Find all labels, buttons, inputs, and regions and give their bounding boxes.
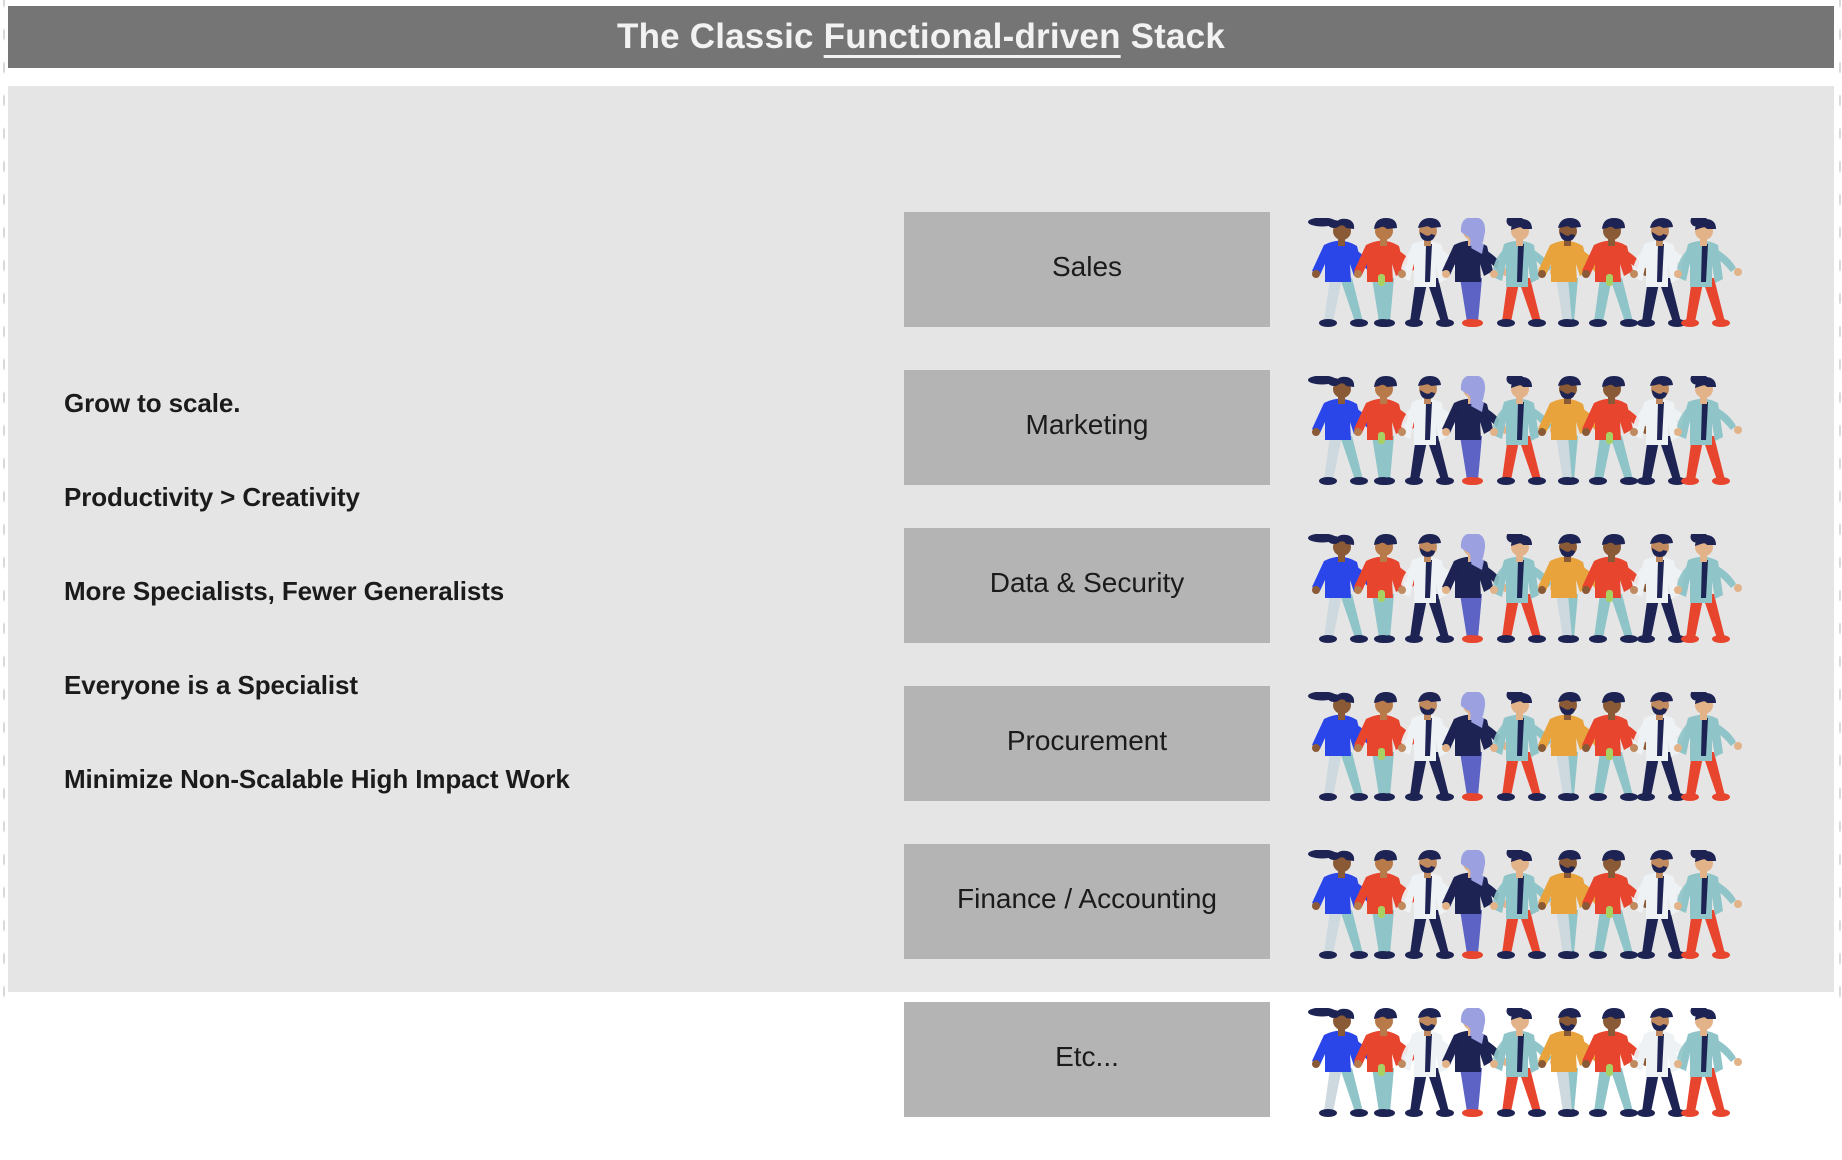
slide-edge-ticks-left	[0, 0, 6, 1016]
dept-label: Etc...	[1055, 1040, 1119, 1072]
dept-box-data-security[interactable]: Data & Security	[904, 528, 1270, 643]
dept-box-marketing[interactable]: Marketing	[904, 370, 1270, 485]
stack-row: Procurement	[8, 686, 1834, 824]
slide-content-panel: Grow to scale. Productivity > Creativity…	[8, 86, 1834, 1117]
stack-row: Sales	[8, 212, 1834, 350]
dept-box-procurement[interactable]: Procurement	[904, 686, 1270, 801]
dept-label: Procurement	[1006, 724, 1168, 756]
slide-edge-ticks-divider	[0, 70, 1842, 76]
stack-row: Marketing	[8, 370, 1834, 508]
stack-row: Etc...	[8, 1002, 1834, 1140]
statements-list: Grow to scale. Productivity > Creativity…	[64, 356, 824, 826]
dept-label: Sales	[1051, 250, 1123, 282]
slide-title-band: The Classic Functional-driven Stack	[8, 6, 1834, 68]
slide-edge-ticks-right	[1836, 0, 1842, 1016]
functional-stack: Sales Marketing Data & Security Procurem…	[8, 212, 1834, 1160]
page-title: The Classic Functional-driven Stack	[617, 17, 1225, 57]
page-title-prefix: The Classic	[616, 17, 824, 56]
stack-row: Finance / Accounting	[8, 844, 1834, 982]
slide-canvas: The Classic Functional-driven Stack Grow…	[0, 0, 1842, 1117]
walking-people-illustration	[1308, 376, 1778, 494]
dept-label: Marketing	[1025, 408, 1149, 440]
dept-label: Data & Security	[989, 566, 1185, 598]
statement-item: More Specialists, Fewer Generalists	[64, 576, 505, 606]
walking-people-illustration	[1308, 218, 1778, 336]
statement-item: Minimize Non-Scalable High Impact Work	[64, 764, 570, 794]
dept-box-finance-accounting[interactable]: Finance / Accounting	[904, 844, 1270, 959]
walking-people-illustration	[1308, 692, 1778, 810]
walking-people-illustration	[1308, 850, 1778, 968]
statement-item: Grow to scale.	[64, 388, 241, 418]
stack-row: Data & Security	[8, 528, 1834, 666]
statement-item: Everyone is a Specialist	[64, 670, 358, 700]
walking-people-illustration	[1308, 1008, 1778, 1126]
dept-box-sales[interactable]: Sales	[904, 212, 1270, 327]
walking-people-illustration	[1308, 534, 1778, 652]
page-title-underlined: Functional-driven	[823, 17, 1121, 56]
dept-label: Finance / Accounting	[957, 882, 1217, 914]
dept-box-etc[interactable]: Etc...	[904, 1002, 1270, 1117]
statement-item: Productivity > Creativity	[64, 482, 360, 512]
page-title-suffix: Stack	[1120, 17, 1226, 56]
